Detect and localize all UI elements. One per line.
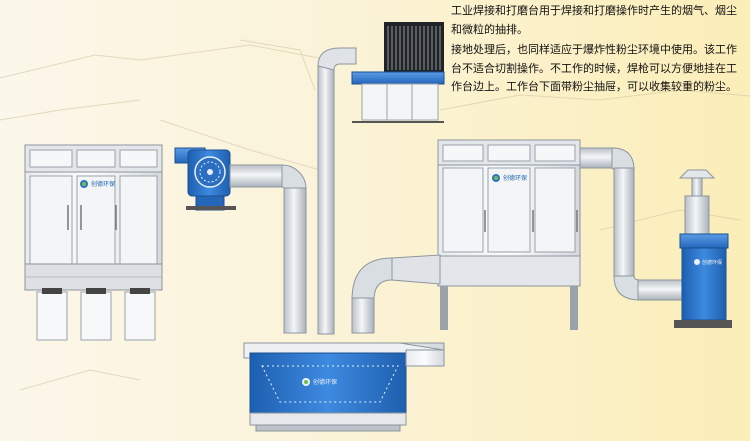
- fan-right-logo-text: 创德环保: [702, 259, 722, 266]
- description-paragraph-1: 工业焊接和打磨台用于焊接和打磨操作时产生的烟气、烟尘和微粒的抽排。: [451, 4, 737, 36]
- right-upper-duct: [579, 147, 683, 301]
- left-duct: [229, 164, 307, 334]
- central-duct: [317, 47, 357, 335]
- workbench-logo: 创德环保: [302, 378, 337, 386]
- cabinet-left-logo: 创德环保: [80, 180, 115, 188]
- welding-workbench: 创德环保: [243, 342, 445, 432]
- right-exhaust-fan: 创德环保: [674, 169, 732, 328]
- top-filter-unit: [351, 22, 445, 123]
- workbench-logo-text: 创德环保: [313, 378, 337, 386]
- left-filter-cabinet: 创德环保: [24, 144, 163, 341]
- fan-right-logo: 创德环保: [694, 259, 722, 266]
- right-lower-duct: [351, 254, 441, 334]
- description-paragraph-2: 接地处理后，也同样适应于爆炸性粉尘环境中使用。该工作台不适合切割操作。不工作的时…: [451, 43, 737, 93]
- right-filter-cabinet: 创德环保: [437, 139, 581, 330]
- product-description: 工业焊接和打磨台用于焊接和打磨操作时产生的烟气、烟尘和微粒的抽排。 接地处理后，…: [451, 2, 746, 97]
- cabinet-right-logo-text: 创德环保: [503, 174, 527, 182]
- left-exhaust-fan: [174, 147, 236, 211]
- cabinet-left-logo-text: 创德环保: [91, 180, 115, 188]
- cabinet-right-logo: 创德环保: [492, 174, 527, 182]
